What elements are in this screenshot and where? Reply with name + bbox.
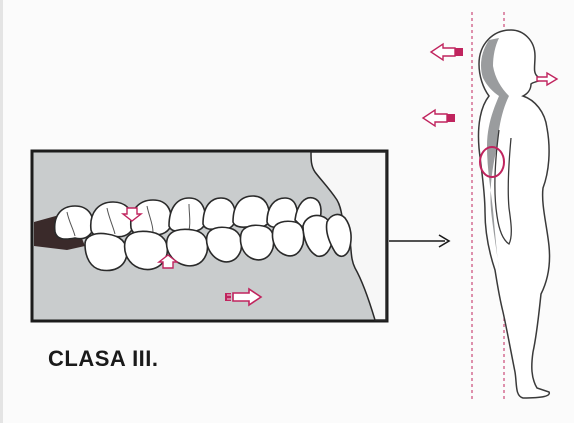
posture-arrows	[423, 44, 463, 126]
block-arrow-icon	[431, 44, 455, 60]
figure-caption: CLASA III.	[48, 346, 159, 372]
upper-molar-2	[91, 202, 134, 237]
standing-figure	[472, 12, 557, 402]
lower-molar-1	[85, 233, 127, 270]
lower-molar-2	[125, 231, 168, 269]
block-arrow-icon	[423, 110, 447, 126]
lower-premolar-2	[240, 225, 273, 260]
dental-occlusion-panel	[32, 151, 387, 321]
head-back-arrow	[431, 44, 463, 60]
upper-back-arrow	[423, 110, 455, 126]
pointer-arrow	[389, 235, 449, 247]
jaw-forward-arrow-icon	[537, 73, 557, 85]
